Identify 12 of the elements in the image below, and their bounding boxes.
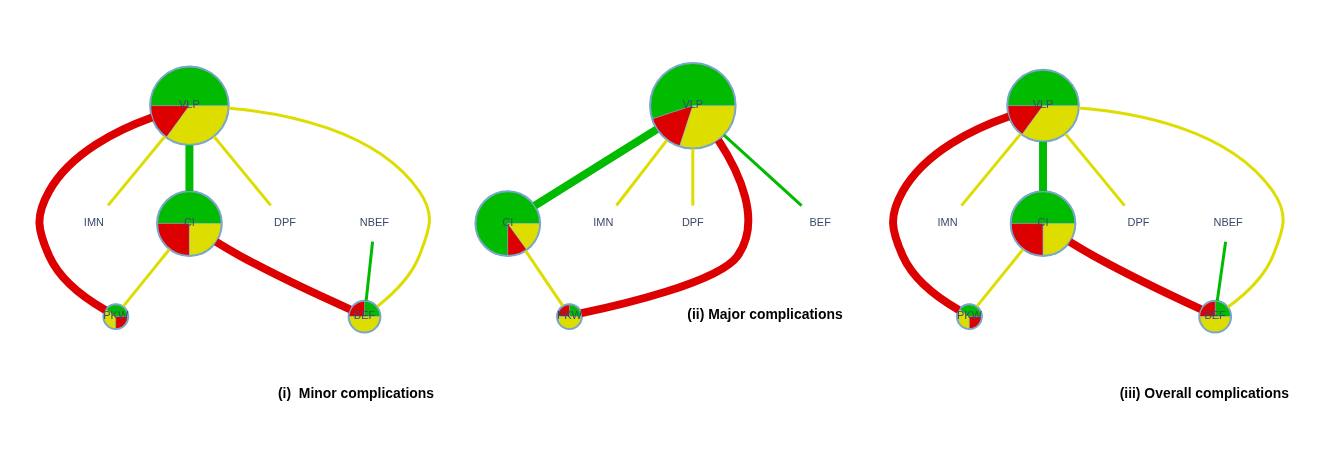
node-text: DPF xyxy=(273,216,296,229)
node-text: IMN xyxy=(937,216,958,229)
node-text: NBEF xyxy=(359,216,390,229)
label: (i) Minor complications xyxy=(277,384,435,401)
node-text: DPF xyxy=(1127,216,1150,229)
node-text: NBEF xyxy=(1213,216,1243,229)
node-text: IMN xyxy=(83,216,104,229)
node-text: IMN xyxy=(593,216,614,229)
label: (iii) Overall complications xyxy=(1119,384,1289,401)
node-text: DPF xyxy=(681,216,704,229)
label: (ii) Major complications xyxy=(687,306,843,323)
node-text: BEF xyxy=(809,216,831,229)
